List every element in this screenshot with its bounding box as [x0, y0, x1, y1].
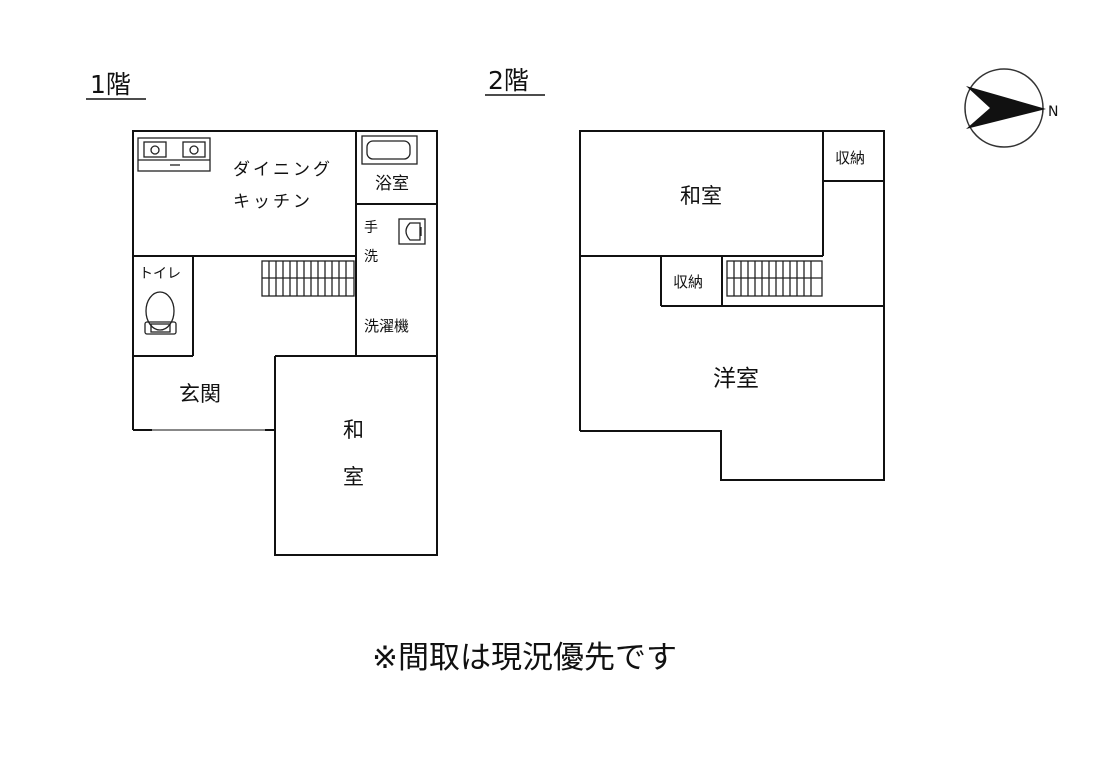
- floor1-title: 1階: [90, 70, 131, 99]
- floor1-plan: ダイニング キッチン 浴室 手 洗 トイレ 洗濯機 玄関 和 室: [132, 130, 438, 556]
- compass-icon: N: [964, 68, 1058, 148]
- floor2-plan: 和室 収納 収納 洋室: [579, 130, 885, 481]
- room-label-toilet: トイレ: [139, 266, 181, 282]
- room-label-dining: ダイニング: [233, 160, 333, 180]
- room-label-laundry: 洗濯機: [364, 317, 409, 335]
- room-label-japanese-2: 室: [343, 465, 364, 489]
- room-label-handwash-1: 手: [364, 220, 378, 236]
- floor2-outline: [579, 130, 885, 481]
- stairs-icon-floor1: [261, 260, 355, 297]
- layout-note: ※間取は現況優先です: [372, 640, 677, 676]
- floor2-title: 2階: [488, 66, 529, 95]
- toilet-icon: [144, 291, 177, 335]
- room-label-entrance: 玄関: [179, 382, 221, 406]
- room-label-japanese-1: 和: [343, 418, 364, 442]
- room-label-storage-mid: 収納: [673, 273, 703, 291]
- sink-icon: [398, 218, 426, 245]
- stove-icon: [137, 137, 211, 172]
- room-label-bathroom: 浴室: [375, 174, 409, 194]
- bathtub-icon: [361, 135, 418, 165]
- room-label-western-room: 洋室: [713, 366, 759, 392]
- compass-north-label: N: [1048, 104, 1058, 120]
- room-label-handwash-2: 洗: [364, 249, 378, 265]
- room-label-kitchen: キッチン: [233, 192, 313, 212]
- room-label-japanese-room: 和室: [680, 184, 722, 208]
- stairs-icon-floor2: [726, 260, 823, 297]
- room-label-storage-top: 収納: [835, 149, 865, 167]
